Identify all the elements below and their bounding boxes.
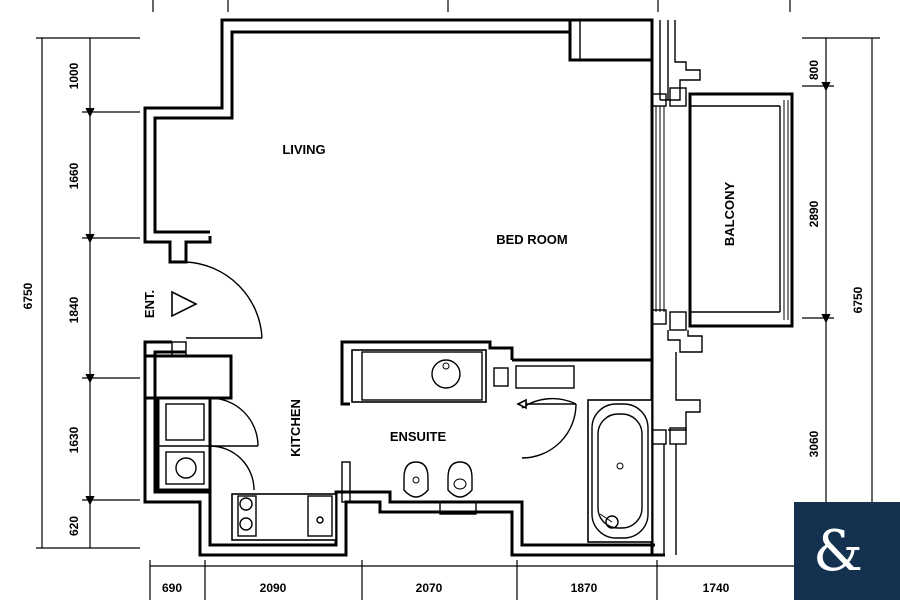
kitchen-fixtures	[143, 341, 337, 541]
room-label-bedroom: BED ROOM	[496, 232, 568, 247]
dim-bottom-1: 690	[162, 581, 182, 595]
left-dimensions: 1000 1660 1840 1630 620 6750	[21, 37, 140, 549]
dim-right-total: 6750	[851, 286, 865, 313]
entrance-door	[171, 261, 263, 339]
dim-left-3: 1840	[67, 296, 81, 323]
room-label-kitchen: KITCHEN	[288, 399, 303, 457]
dim-bottom-4: 1870	[571, 581, 598, 595]
outer-walls	[143, 18, 665, 557]
dim-left-total: 6750	[21, 282, 35, 309]
room-label-living: LIVING	[282, 142, 325, 157]
entrance-label: ENT.	[142, 290, 157, 318]
room-labels: LIVING BED ROOM BALCONY KITCHEN ENSUITE …	[142, 142, 737, 457]
dim-bottom-5: 1740	[703, 581, 730, 595]
ensuite-fixtures	[340, 340, 653, 543]
top-dimension-ticks	[152, 0, 791, 12]
facade	[650, 20, 703, 555]
dim-right-3: 3060	[807, 430, 821, 457]
ampersand-icon: &	[813, 519, 863, 584]
dim-bottom-3: 2070	[416, 581, 443, 595]
dim-left-5: 620	[67, 516, 81, 536]
dim-left-4: 1630	[67, 426, 81, 453]
dim-bottom-2: 2090	[260, 581, 287, 595]
dim-right-1: 800	[807, 60, 821, 80]
right-dimensions: 800 2890 3060 6750	[802, 37, 880, 549]
dim-left-1: 1000	[67, 62, 81, 89]
room-label-balcony: BALCONY	[722, 182, 737, 247]
dim-right-2: 2890	[807, 200, 821, 227]
bottom-dimensions: 690 2090 2070 1870 1740	[149, 560, 797, 600]
entrance-arrow-icon	[171, 290, 198, 318]
ampersand-logo: &	[794, 502, 900, 600]
balcony	[688, 92, 794, 328]
dim-left-2: 1660	[67, 162, 81, 189]
room-label-ensuite: ENSUITE	[390, 429, 447, 444]
